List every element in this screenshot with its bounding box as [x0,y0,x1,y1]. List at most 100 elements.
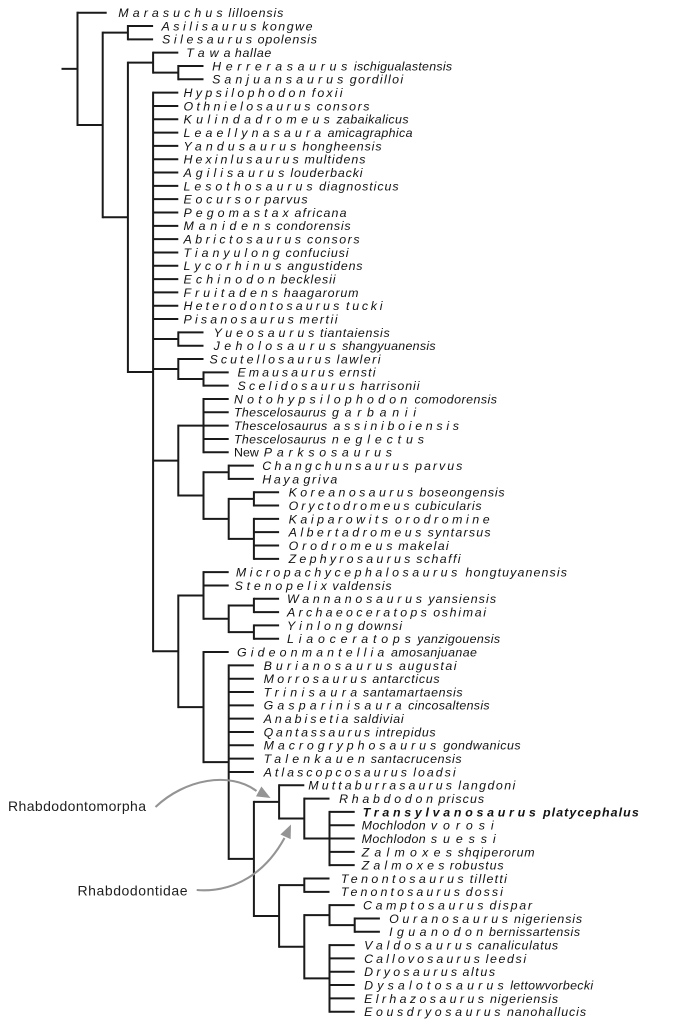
svg-text:confuciusi: confuciusi [286,246,350,260]
svg-text:valdensis: valdensis [332,579,391,593]
svg-text:Rhabdodon: Rhabdodon [339,792,433,806]
svg-text:Talenkauen: Talenkauen [264,752,365,766]
svg-text:canaliculatus: canaliculatus [478,939,558,953]
svg-text:dossi: dossi [466,885,504,899]
svg-text:angustidens: angustidens [287,259,362,273]
svg-text:New: New [234,446,259,460]
svg-text:Transylvanosaurus: Transylvanosaurus [363,805,536,819]
svg-text:Silesaurus: Silesaurus [162,33,252,47]
svg-text:kongwe: kongwe [262,19,312,33]
svg-text:santamartaensis: santamartaensis [363,685,463,699]
svg-text:Elrhazosaurus: Elrhazosaurus [364,992,484,1006]
svg-text:santacrucensis: santacrucensis [371,752,462,766]
svg-text:Callovosaurus: Callovosaurus [364,952,480,966]
svg-text:bernissartensis: bernissartensis [489,925,580,939]
svg-text:Valdosaurus: Valdosaurus [364,939,472,953]
svg-text:gordilloi: gordilloi [350,73,405,87]
svg-text:tucki: tucki [346,299,384,313]
svg-text:haagarorum: haagarorum [284,286,359,300]
svg-text:antarcticus: antarcticus [372,672,439,686]
svg-text:gondwanicus: gondwanicus [443,739,520,753]
svg-text:Macrogryphosaurus: Macrogryphosaurus [264,739,437,753]
svg-text:lawleri: lawleri [337,352,382,366]
svg-text:Scutellosaurus: Scutellosaurus [210,352,331,366]
svg-text:platycephalus: platycephalus [542,805,639,819]
svg-text:Tenontosaurus: Tenontosaurus [341,885,460,899]
svg-text:lilloensis: lilloensis [228,6,283,20]
svg-text:hongheensis: hongheensis [302,139,381,153]
svg-text:Othnielosaurus: Othnielosaurus [184,99,311,113]
svg-text:Dysalotosaurus: Dysalotosaurus [364,978,504,992]
svg-text:Rhabdodontomorpha: Rhabdodontomorpha [8,798,146,814]
svg-text:loadsi: loadsi [413,765,457,779]
svg-text:altus: altus [462,965,495,979]
svg-text:nanohallucis: nanohallucis [507,1005,586,1019]
svg-text:syntarsus: syntarsus [428,526,491,540]
svg-text:orodromine: orodromine [395,512,490,526]
svg-text:tilletti: tilletti [470,872,508,886]
svg-text:Qantassaurus: Qantassaurus [264,725,371,739]
svg-text:boseongensis: boseongensis [419,486,504,500]
svg-text:hallae: hallae [235,46,271,60]
svg-text:Herrerasaurus: Herrerasaurus [212,59,347,73]
svg-text:Pegomastax: Pegomastax [184,206,290,220]
svg-text:augustai: augustai [399,659,458,673]
svg-text:condorensis: condorensis [276,219,350,233]
svg-text:Mochlodon: Mochlodon [362,819,426,833]
svg-text:saldiviai: saldiviai [354,712,405,726]
svg-text:Iguanodon: Iguanodon [389,925,483,939]
svg-text:tiantaiensis: tiantaiensis [320,326,390,340]
svg-text:Leaellynasaura: Leaellynasaura [184,126,322,140]
svg-text:louderbacki: louderbacki [290,166,363,180]
svg-text:Yandusaurus: Yandusaurus [184,139,297,153]
svg-text:amosanjuanae: amosanjuanae [391,645,477,659]
svg-text:becklesii: becklesii [281,273,337,287]
svg-text:yanzigouensis: yanzigouensis [416,632,500,646]
svg-text:ischigualastensis: ischigualastensis [354,59,452,73]
svg-text:comodorensis: comodorensis [414,392,497,406]
svg-text:harrisonii: harrisonii [361,379,421,393]
svg-text:downsi: downsi [358,619,403,633]
svg-text:Stenopelix: Stenopelix [235,579,328,593]
svg-text:Thescelosaurus: Thescelosaurus [234,406,326,420]
svg-text:parvus: parvus [414,459,462,473]
svg-text:Rhabdodontidae: Rhabdodontidae [78,882,188,898]
svg-text:Lesothosaurus: Lesothosaurus [184,179,313,193]
svg-text:Morrosaurus: Morrosaurus [264,672,367,686]
svg-text:neglectus: neglectus [332,432,424,446]
svg-text:multidens: multidens [304,153,365,167]
svg-text:makelai: makelai [398,539,450,553]
svg-text:foxii: foxii [312,86,344,100]
svg-text:Micropachycephalosaurus: Micropachycephalosaurus [236,566,457,580]
svg-text:Trinisaura: Trinisaura [264,685,358,699]
svg-text:Haya: Haya [262,472,299,486]
svg-text:Fruitadens: Fruitadens [184,286,279,300]
svg-text:langdoni: langdoni [458,779,516,793]
svg-text:Emausaurus: Emausaurus [238,366,335,380]
svg-text:leedsi: leedsi [486,952,528,966]
svg-text:Heterodontosaurus: Heterodontosaurus [184,299,340,313]
svg-text:parvus: parvus [264,193,308,207]
svg-text:Kaiparowits: Kaiparowits [289,512,389,526]
svg-text:opolensis: opolensis [258,33,317,47]
svg-text:Koreanosaurus: Koreanosaurus [289,486,414,500]
svg-text:intrepidus: intrepidus [375,725,435,739]
svg-text:Oryctodromeus: Oryctodromeus [289,499,410,513]
svg-text:Echinodon: Echinodon [184,273,276,287]
svg-text:Gideonmantellia: Gideonmantellia [237,645,384,659]
svg-text:Thescelosaurus: Thescelosaurus [234,419,327,433]
svg-text:consors: consors [317,99,370,113]
svg-text:lettowvorbecki: lettowvorbecki [510,978,594,992]
svg-text:Eocursor: Eocursor [184,193,261,207]
svg-text:Anabisetia: Anabisetia [263,712,349,726]
svg-text:cincosaltensis: cincosaltensis [408,699,490,713]
svg-text:nigeriensis: nigeriensis [514,912,582,926]
svg-text:Burianosaurus: Burianosaurus [264,659,393,673]
svg-text:Thescelosaurus: Thescelosaurus [234,432,326,446]
svg-text:priscus: priscus [437,792,484,806]
svg-text:Orodromeus: Orodromeus [289,539,393,553]
svg-text:Archaeoceratops: Archaeoceratops [286,606,427,620]
svg-text:schaffi: schaffi [416,552,462,566]
svg-text:shqiperorum: shqiperorum [458,845,535,859]
svg-text:griva: griva [303,472,337,486]
